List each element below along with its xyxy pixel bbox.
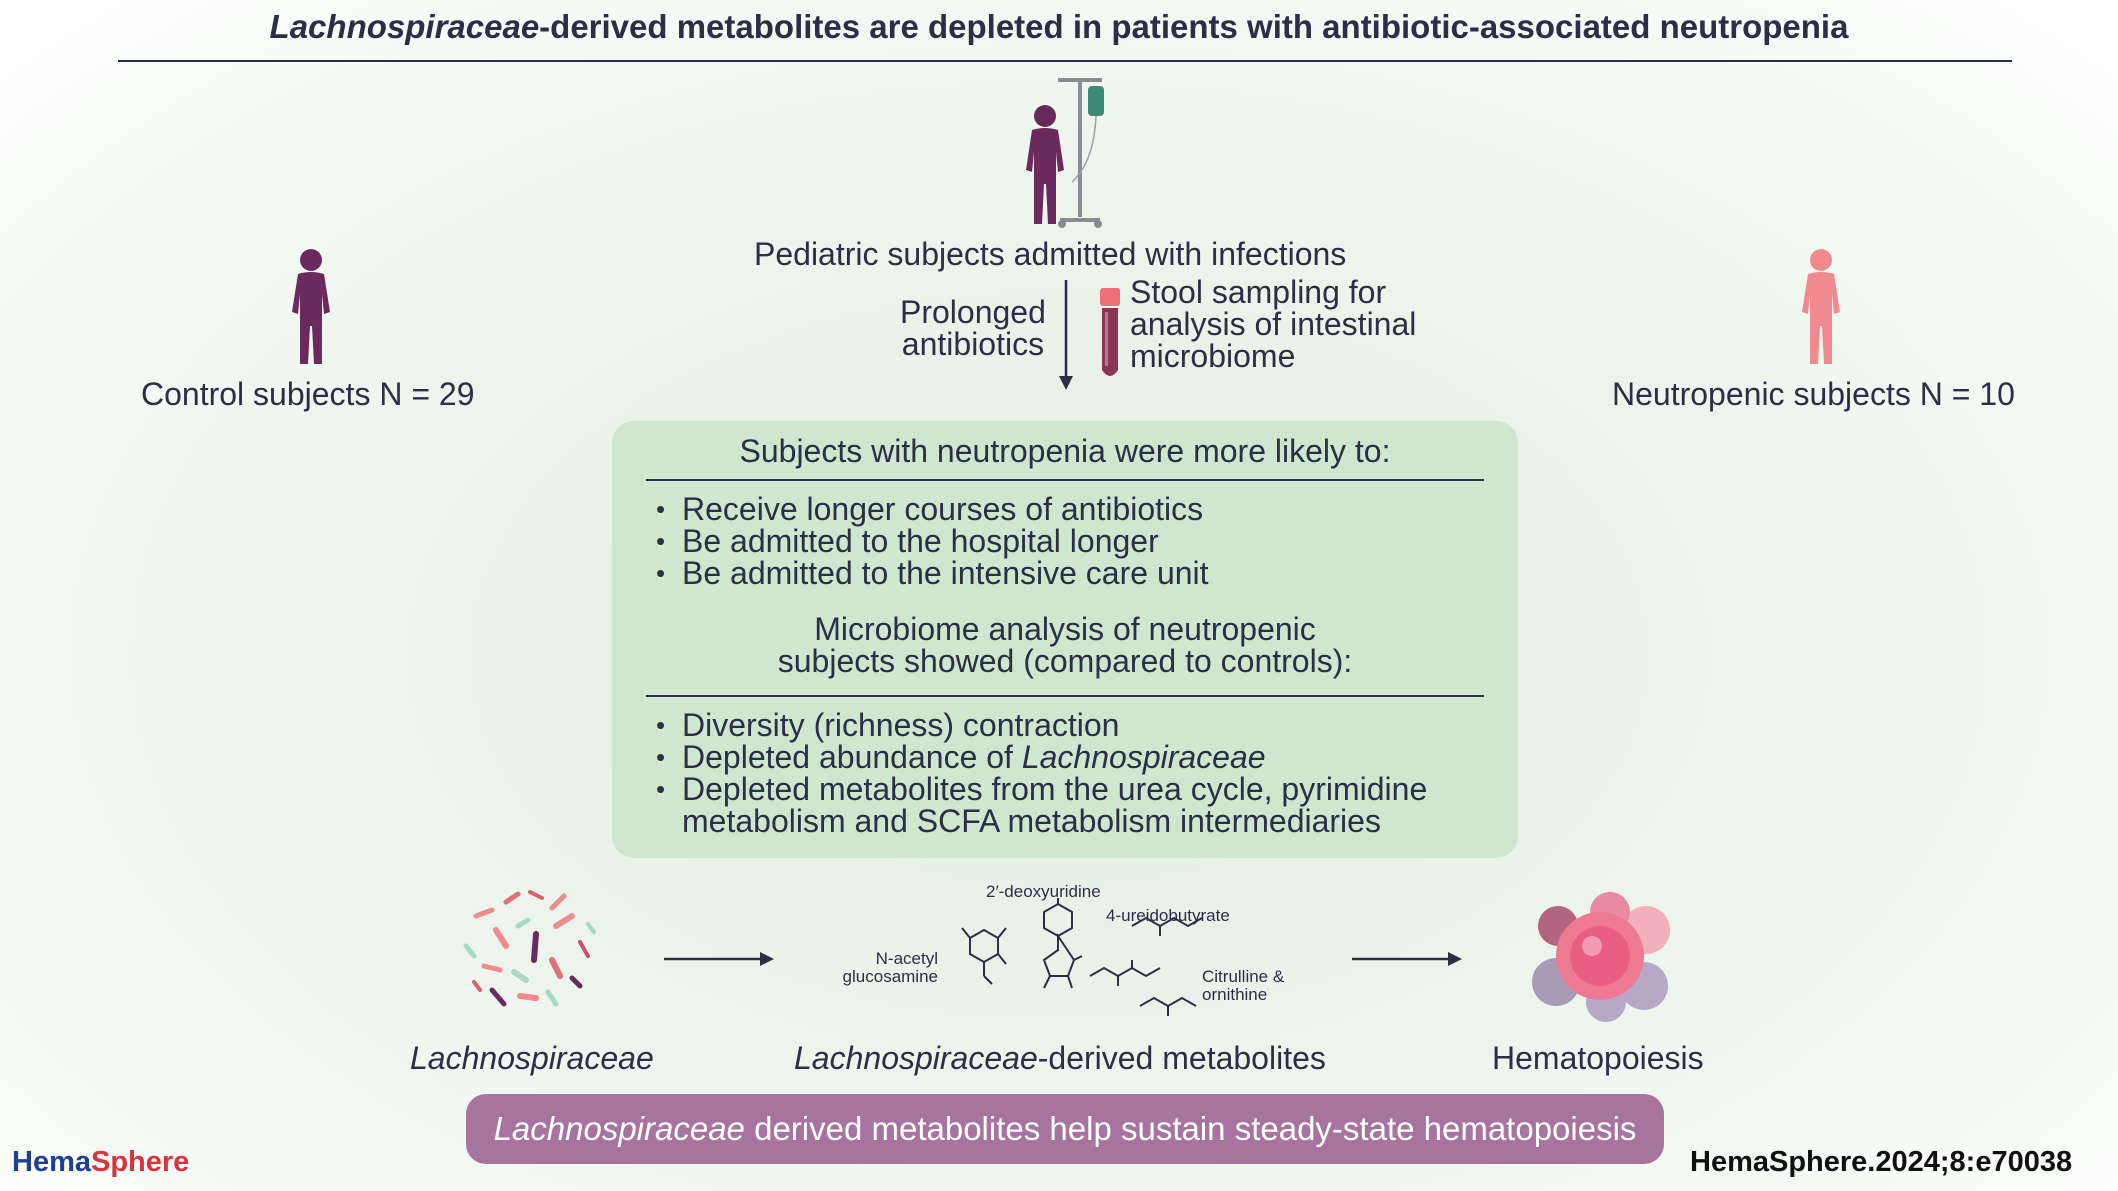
neutropenic-child-icon — [1802, 249, 1840, 364]
microbiome-bullet-1: Diversity (richness) contraction — [656, 709, 1427, 741]
hematopoiesis-label: Hematopoiesis — [1492, 1040, 1704, 1076]
arrow-down-icon — [1059, 280, 1073, 390]
microbiome-bullet-3: Depleted metabolites from the urea cycle… — [656, 773, 1427, 837]
risk-bullet-3: Be admitted to the intensive care unit — [656, 557, 1209, 589]
child-figure-icon — [1026, 105, 1064, 224]
panel-heading-1: Subjects with neutropenia were more like… — [739, 433, 1391, 469]
stool-sampling-label: Stool sampling for analysis of intestina… — [1130, 276, 1416, 372]
citrulline-line2: ornithine — [1202, 985, 1268, 1004]
heading2-line1: Microbiome analysis of neutropenic — [814, 611, 1316, 647]
molecule-structures-icon — [961, 898, 1203, 1016]
iv-stand-icon — [1058, 78, 1104, 228]
findings-panel: Subjects with neutropenia were more like… — [612, 421, 1518, 858]
risk-bullet-2: Be admitted to the hospital longer — [656, 525, 1209, 557]
title-rest: -derived metabolites are depleted in pat… — [539, 8, 1849, 45]
bullet3-line2: metabolism and SCFA metabolism intermedi… — [682, 803, 1381, 839]
nacetyl-line1: N-acetyl — [875, 949, 938, 968]
panel-divider-2 — [646, 695, 1484, 697]
risk-bullet-1: Receive longer courses of antibiotics — [656, 493, 1209, 525]
stool-line1: Stool sampling for — [1130, 274, 1387, 310]
banner-italic: Lachnospiraceae — [493, 1110, 745, 1147]
neutropenic-subjects-label: Neutropenic subjects N = 10 — [1612, 376, 2015, 412]
deoxyuridine-label: 2′-deoxyuridine — [986, 882, 1101, 901]
bullet3-line1: Depleted metabolites from the urea cycle… — [682, 771, 1428, 807]
microbiome-bullet-list: Diversity (richness) contraction Deplete… — [656, 709, 1427, 837]
nacetyl-line2: glucosamine — [842, 967, 938, 986]
pediatric-subjects-label: Pediatric subjects admitted with infecti… — [754, 236, 1347, 272]
control-child-icon — [292, 249, 330, 364]
panel-divider-1 — [646, 479, 1484, 481]
hemasphere-logo: HemaSphere — [12, 1146, 189, 1179]
nacetyl-glucosamine-label: N-acetyl glucosamine — [836, 950, 938, 986]
metabolites-label: Lachnospiraceae-derived metabolites — [794, 1040, 1326, 1077]
antibiotics-line2: antibiotics — [901, 326, 1045, 362]
brand-part1: Hema — [12, 1146, 91, 1178]
control-subjects-label: Control subjects N = 29 — [141, 376, 475, 412]
heading2-line2: subjects showed (compared to controls): — [777, 643, 1353, 679]
blood-cell-cluster-icon — [1532, 892, 1670, 1022]
title-divider — [118, 60, 2012, 62]
citrulline-line1: Citrulline & — [1202, 967, 1285, 986]
antibiotics-line1: Prolonged — [900, 294, 1046, 330]
bullet2-italic: Lachnospiraceae — [1021, 739, 1266, 775]
stool-tube-icon — [1100, 288, 1120, 376]
conclusion-banner: Lachnospiraceae derived metabolites help… — [466, 1094, 1664, 1164]
panel-heading-2: Microbiome analysis of neutropenic subje… — [612, 613, 1518, 677]
banner-rest: derived metabolites help sustain steady-… — [744, 1110, 1637, 1147]
ureidobutyrate-label: 4-ureidobutyrate — [1106, 906, 1230, 925]
microbiome-bullet-2: Depleted abundance of Lachnospiraceae — [656, 741, 1427, 773]
stool-line2: analysis of intestinal — [1130, 306, 1417, 342]
antibiotics-label: Prolonged antibiotics — [900, 296, 1046, 360]
citrulline-ornithine-label: Citrulline & ornithine — [1202, 968, 1284, 1004]
arrow-right-icon — [664, 952, 774, 966]
metabolites-italic: Lachnospiraceae — [794, 1040, 1038, 1076]
title-italic: Lachnospiraceae — [269, 8, 540, 45]
citation: HemaSphere.2024;8:e70038 — [1690, 1146, 2073, 1178]
metabolites-rest: -derived metabolites — [1037, 1040, 1326, 1076]
page-title: Lachnospiraceae-derived metabolites are … — [0, 8, 2118, 46]
risk-bullet-list: Receive longer courses of antibiotics Be… — [656, 493, 1209, 589]
bacteria-label: Lachnospiraceae — [410, 1040, 654, 1076]
arrow-right-icon-2 — [1352, 952, 1462, 966]
bullet2-prefix: Depleted abundance of — [682, 739, 1022, 775]
stool-line3: microbiome — [1130, 338, 1296, 374]
brand-part2: Sphere — [91, 1146, 190, 1178]
bacteria-cluster-icon — [463, 890, 596, 1007]
